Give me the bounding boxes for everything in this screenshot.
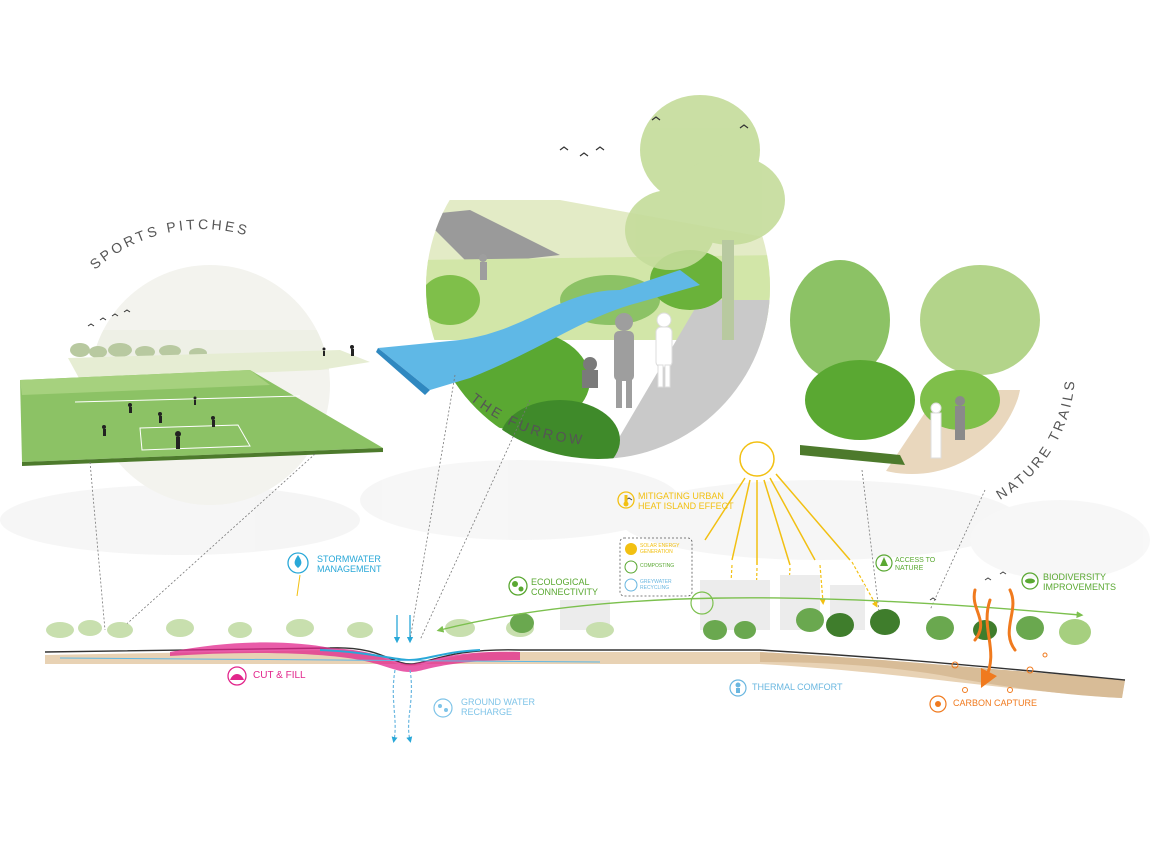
heat-island-label: MITIGATING URBAN HEAT ISLAND EFFECT [638, 491, 734, 512]
nature-trails-vignette: NATURE TRAILS [790, 250, 1075, 503]
leader-lines [89, 374, 986, 641]
sports-pitches-title: SPORTS PITCHES [87, 216, 252, 272]
thermal-label: THERMAL COMFORT [752, 682, 843, 693]
groundwater-label: GROUND WATER RECHARGE [461, 697, 535, 718]
greywater-label-line2: RECYCLING [640, 584, 670, 591]
the-furrow-vignette: THE FURROW [376, 95, 785, 459]
sun-icon [704, 441, 851, 566]
biodiversity-label-line2: IMPROVEMENTS [1043, 581, 1117, 592]
ecological-label-line2: CONNECTIVITY [531, 586, 599, 597]
tree-icon [875, 554, 893, 572]
person-cool-icon [729, 679, 747, 697]
biodiversity-label-line1: BIODIVERSITY [1043, 572, 1107, 582]
greywater-label: GREYWATER RECYCLING [640, 579, 672, 591]
stormwater-label: STORMWATER MANAGEMENT [317, 554, 382, 575]
connectivity-icon [508, 576, 528, 596]
water-drops-icon [433, 698, 453, 718]
access-nature-label-line1: ACCESS TO [895, 557, 936, 564]
groundwater-label-line1: GROUND WATER [461, 697, 535, 707]
fish-icon [1021, 572, 1039, 590]
access-nature-label: ACCESS TO NATURE [895, 557, 935, 572]
composting-label-line1: COMPOSTING [640, 563, 675, 569]
stormwater-label-line1: STORMWATER [317, 554, 381, 564]
solar-label: SOLAR ENERGY GENERATION [640, 543, 680, 555]
cut-fill-label-line1: CUT & FILL [253, 670, 306, 681]
stormwater-label-line2: MANAGEMENT [317, 563, 382, 574]
heat-island-label-line1: MITIGATING URBAN [638, 491, 724, 501]
legend-box [619, 537, 693, 597]
landscape-section [44, 497, 1126, 743]
carbon-label-line1: CARBON CAPTURE [953, 698, 1038, 708]
carbon-label: CARBON CAPTURE [953, 698, 1038, 709]
composting-label: COMPOSTING [640, 563, 675, 570]
thermometer-icon [617, 491, 635, 509]
access-nature-label-line2: NATURE [895, 564, 924, 572]
water-drop-icon [287, 552, 309, 597]
ecological-label: ECOLOGICAL CONNECTIVITY [531, 577, 599, 598]
thermal-label-line1: THERMAL COMFORT [752, 682, 843, 692]
biodiversity-label: BIODIVERSITY IMPROVEMENTS [1043, 572, 1117, 593]
background-haze [0, 460, 1150, 580]
solar-label-line2: GENERATION [640, 548, 673, 555]
sports-pitches-vignette: SPORTS PITCHES [20, 216, 383, 505]
earth-mound-icon [227, 666, 247, 686]
solar-label-line1: SOLAR ENERGY [640, 543, 680, 549]
groundwater-label-line2: RECHARGE [461, 706, 513, 717]
co2-icon [929, 695, 947, 713]
cut-fill-label: CUT & FILL [253, 670, 306, 681]
greywater-label-line1: GREYWATER [640, 579, 672, 585]
ecological-label-line1: ECOLOGICAL [531, 577, 590, 587]
heat-island-label-line2: HEAT ISLAND EFFECT [638, 500, 734, 511]
